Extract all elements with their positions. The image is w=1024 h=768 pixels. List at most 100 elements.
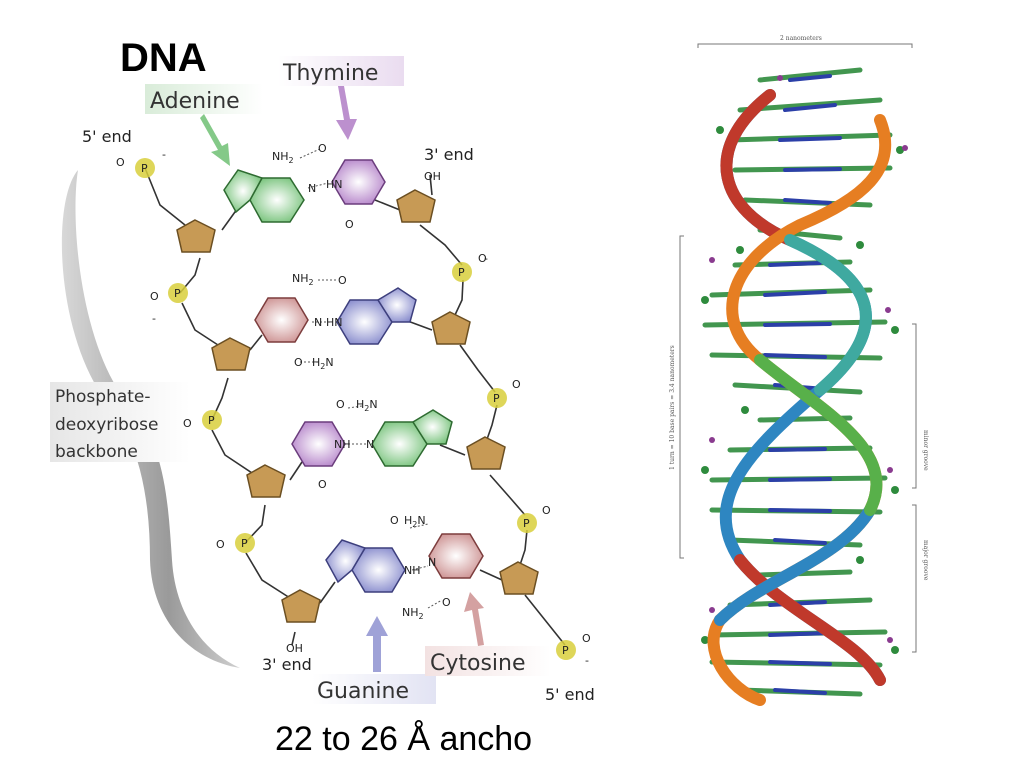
- o-label: O: [336, 398, 345, 411]
- sugar: [211, 337, 251, 371]
- phosphate-p: P: [562, 644, 569, 657]
- base-pair-cytosine-guanine: [254, 279, 417, 363]
- backbone-label-line: backbone: [55, 442, 138, 462]
- major-groove-label: major groove: [922, 540, 929, 581]
- sugar: [396, 189, 436, 223]
- phosphate: [168, 283, 188, 303]
- phosphate-p: P: [458, 266, 465, 279]
- page-title: DNA: [120, 36, 207, 80]
- cytosine-label-bg: [425, 646, 551, 676]
- thymine-label-bg: [278, 56, 404, 86]
- phosphate: [487, 388, 507, 408]
- five-prime-end-bottom: 5' end: [545, 685, 595, 704]
- hn-label: HN: [326, 316, 343, 329]
- phosphate-o: O: [216, 538, 225, 551]
- o-label: O: [318, 478, 327, 491]
- base-pair-thymine-adenine: [291, 405, 453, 467]
- thymine-arrow: [336, 86, 357, 140]
- phosphate-p: P: [241, 537, 248, 550]
- five-prime-end-top: 5' end: [82, 127, 132, 146]
- thymine-label: Thymine: [282, 61, 378, 86]
- hn-label: HN: [326, 178, 343, 191]
- guanine-ring: [376, 287, 417, 323]
- phosphate-p: P: [141, 162, 148, 175]
- phosphate-o: O: [582, 632, 591, 645]
- nh-label: NH: [334, 438, 351, 451]
- oh-label: OH: [286, 642, 303, 655]
- sugar: [499, 561, 539, 595]
- phosphate-groups: [135, 158, 576, 660]
- double-helix-model: 2 nanometers 1 turn = 10 base pairs = 3.…: [669, 35, 929, 706]
- phosphate-p: P: [208, 414, 215, 427]
- thymine-base: [331, 159, 386, 205]
- h2n-label: H2N: [312, 356, 334, 371]
- phosphate-o: O: [116, 156, 125, 169]
- three-prime-end-top: 3' end: [424, 145, 474, 164]
- nh2-label: NH2: [402, 606, 424, 621]
- guanine-label: Guanine: [317, 679, 409, 704]
- base-pair-guanine-cytosine: [325, 523, 484, 609]
- left-backbone-bonds: [144, 167, 336, 646]
- backbone-label-line: deoxyribose: [55, 415, 158, 435]
- phosphate-o: O: [150, 290, 159, 303]
- guanine-ring: [325, 539, 367, 584]
- helix-backbone-strands: [707, 89, 892, 706]
- o-label: O: [318, 142, 327, 155]
- guanine-arrow: [366, 616, 388, 672]
- h2n-label: H2N: [404, 514, 426, 529]
- adenine-arrow: [200, 114, 230, 166]
- three-prime-end-bottom: 3' end: [262, 655, 312, 674]
- o-label: O: [294, 356, 303, 369]
- sugar: [281, 589, 321, 623]
- o-label: O: [338, 274, 347, 287]
- helix-width-label: 2 nanometers: [780, 35, 822, 42]
- phosphate-o: O: [478, 252, 487, 265]
- phosphate-o: O: [542, 504, 551, 517]
- phosphate: [517, 513, 537, 533]
- sugar: [466, 436, 506, 470]
- n-label: N: [428, 556, 436, 569]
- minor-groove-label: minor groove: [922, 430, 929, 471]
- sugar: [431, 311, 471, 345]
- cytosine-arrow: [464, 592, 484, 646]
- thymine-base: [291, 421, 346, 467]
- nucleobase-labels: Adenine Thymine Guanine Cytosine: [150, 61, 526, 704]
- phosphate-o: O: [183, 417, 192, 430]
- base-pair-adenine-thymine: [223, 147, 386, 223]
- nh2-label: NH2: [292, 272, 314, 287]
- adenine-ring: [223, 169, 264, 214]
- phosphate: [202, 410, 222, 430]
- nh-label: NH: [404, 564, 421, 577]
- phosphate-o: O: [512, 378, 521, 391]
- phosphate-p: P: [523, 517, 530, 530]
- phosphate: [235, 533, 255, 553]
- oh-label: OH: [424, 170, 441, 183]
- phosphate: [452, 262, 472, 282]
- phosphate-p: P: [174, 287, 181, 300]
- o-label: O: [345, 218, 354, 231]
- phosphate: [135, 158, 155, 178]
- nh2-label: NH2: [272, 150, 294, 165]
- right-backbone-bonds: [374, 174, 566, 646]
- sugar: [176, 219, 216, 253]
- cytosine-base: [254, 297, 309, 343]
- h2n-label: H2N: [356, 398, 378, 413]
- strand-end-labels: 5' end 3' end 3' end 5' end: [82, 127, 595, 704]
- backbone-label-bg: [50, 382, 190, 462]
- sugar: [246, 464, 286, 498]
- o-label: O: [390, 514, 399, 527]
- n-label: N: [308, 182, 316, 195]
- phosphate-charge: -: [152, 312, 156, 325]
- n-label: N: [366, 438, 374, 451]
- phosphate-charge: -: [162, 148, 166, 161]
- helix-turn-label: 1 turn = 10 base pairs = 3.4 nanometers: [669, 345, 676, 470]
- cytosine-label: Cytosine: [430, 651, 526, 676]
- guanine-label-bg: [312, 674, 436, 704]
- backbone-label: Phosphate- deoxyribose backbone: [55, 387, 158, 462]
- chemistry-labels: NH2 O N HN O NH2 O N HN O H2N O H2N NH N…: [272, 142, 451, 655]
- n-label: N: [314, 316, 322, 329]
- phosphate-p: P: [493, 392, 500, 405]
- phosphate-charge: -: [585, 654, 589, 667]
